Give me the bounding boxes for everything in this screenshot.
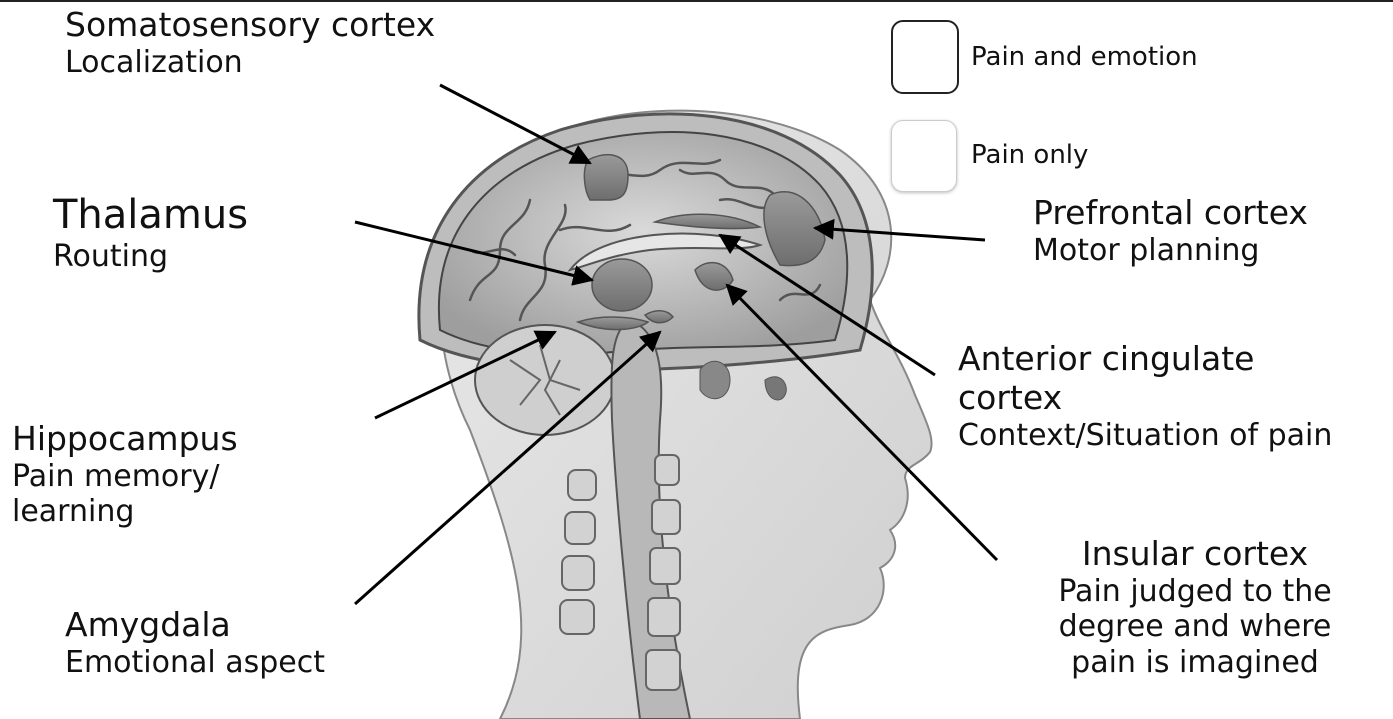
cingulate-title1: Anterior cingulate xyxy=(958,340,1332,379)
cerebellum xyxy=(475,325,615,435)
insular-sub1: Pain judged to the xyxy=(1030,574,1360,609)
amygdala-sub: Emotional aspect xyxy=(65,645,325,680)
thalamus-title: Thalamus xyxy=(53,192,248,239)
label-insular: Insular cortex Pain judged to the degree… xyxy=(1030,535,1360,680)
hippocampus-sub1: Pain memory/ xyxy=(12,459,238,494)
prefrontal-sub: Motor planning xyxy=(1033,233,1308,268)
label-thalamus: Thalamus Routing xyxy=(53,192,248,275)
prefrontal-title: Prefrontal cortex xyxy=(1033,194,1308,233)
somatosensory-sub: Localization xyxy=(65,45,435,80)
legend-label-pain-emotion: Pain and emotion xyxy=(971,42,1198,72)
cingulate-sub: Context/Situation of pain xyxy=(958,418,1332,453)
label-prefrontal: Prefrontal cortex Motor planning xyxy=(1033,194,1308,268)
cingulate-title2: cortex xyxy=(958,379,1332,418)
somatosensory-title: Somatosensory cortex xyxy=(65,6,435,45)
legend-swatch-pain-emotion xyxy=(891,20,959,94)
label-cingulate: Anterior cingulate cortex Context/Situat… xyxy=(958,340,1332,453)
label-amygdala: Amygdala Emotional aspect xyxy=(65,606,325,680)
label-hippocampus: Hippocampus Pain memory/ learning xyxy=(12,420,238,530)
hippocampus-sub2: learning xyxy=(12,494,238,529)
region-thalamus xyxy=(592,259,652,311)
legend-swatch-pain-only xyxy=(891,120,957,192)
insular-sub2: degree and where xyxy=(1030,609,1360,644)
hippocampus-title: Hippocampus xyxy=(12,420,238,459)
insular-title: Insular cortex xyxy=(1030,535,1360,574)
label-somatosensory: Somatosensory cortex Localization xyxy=(65,6,435,80)
insular-sub3: pain is imagined xyxy=(1030,645,1360,680)
legend-label-pain-only: Pain only xyxy=(971,140,1088,170)
amygdala-title: Amygdala xyxy=(65,606,325,645)
thalamus-sub: Routing xyxy=(53,239,248,274)
region-somatosensory xyxy=(584,155,628,200)
